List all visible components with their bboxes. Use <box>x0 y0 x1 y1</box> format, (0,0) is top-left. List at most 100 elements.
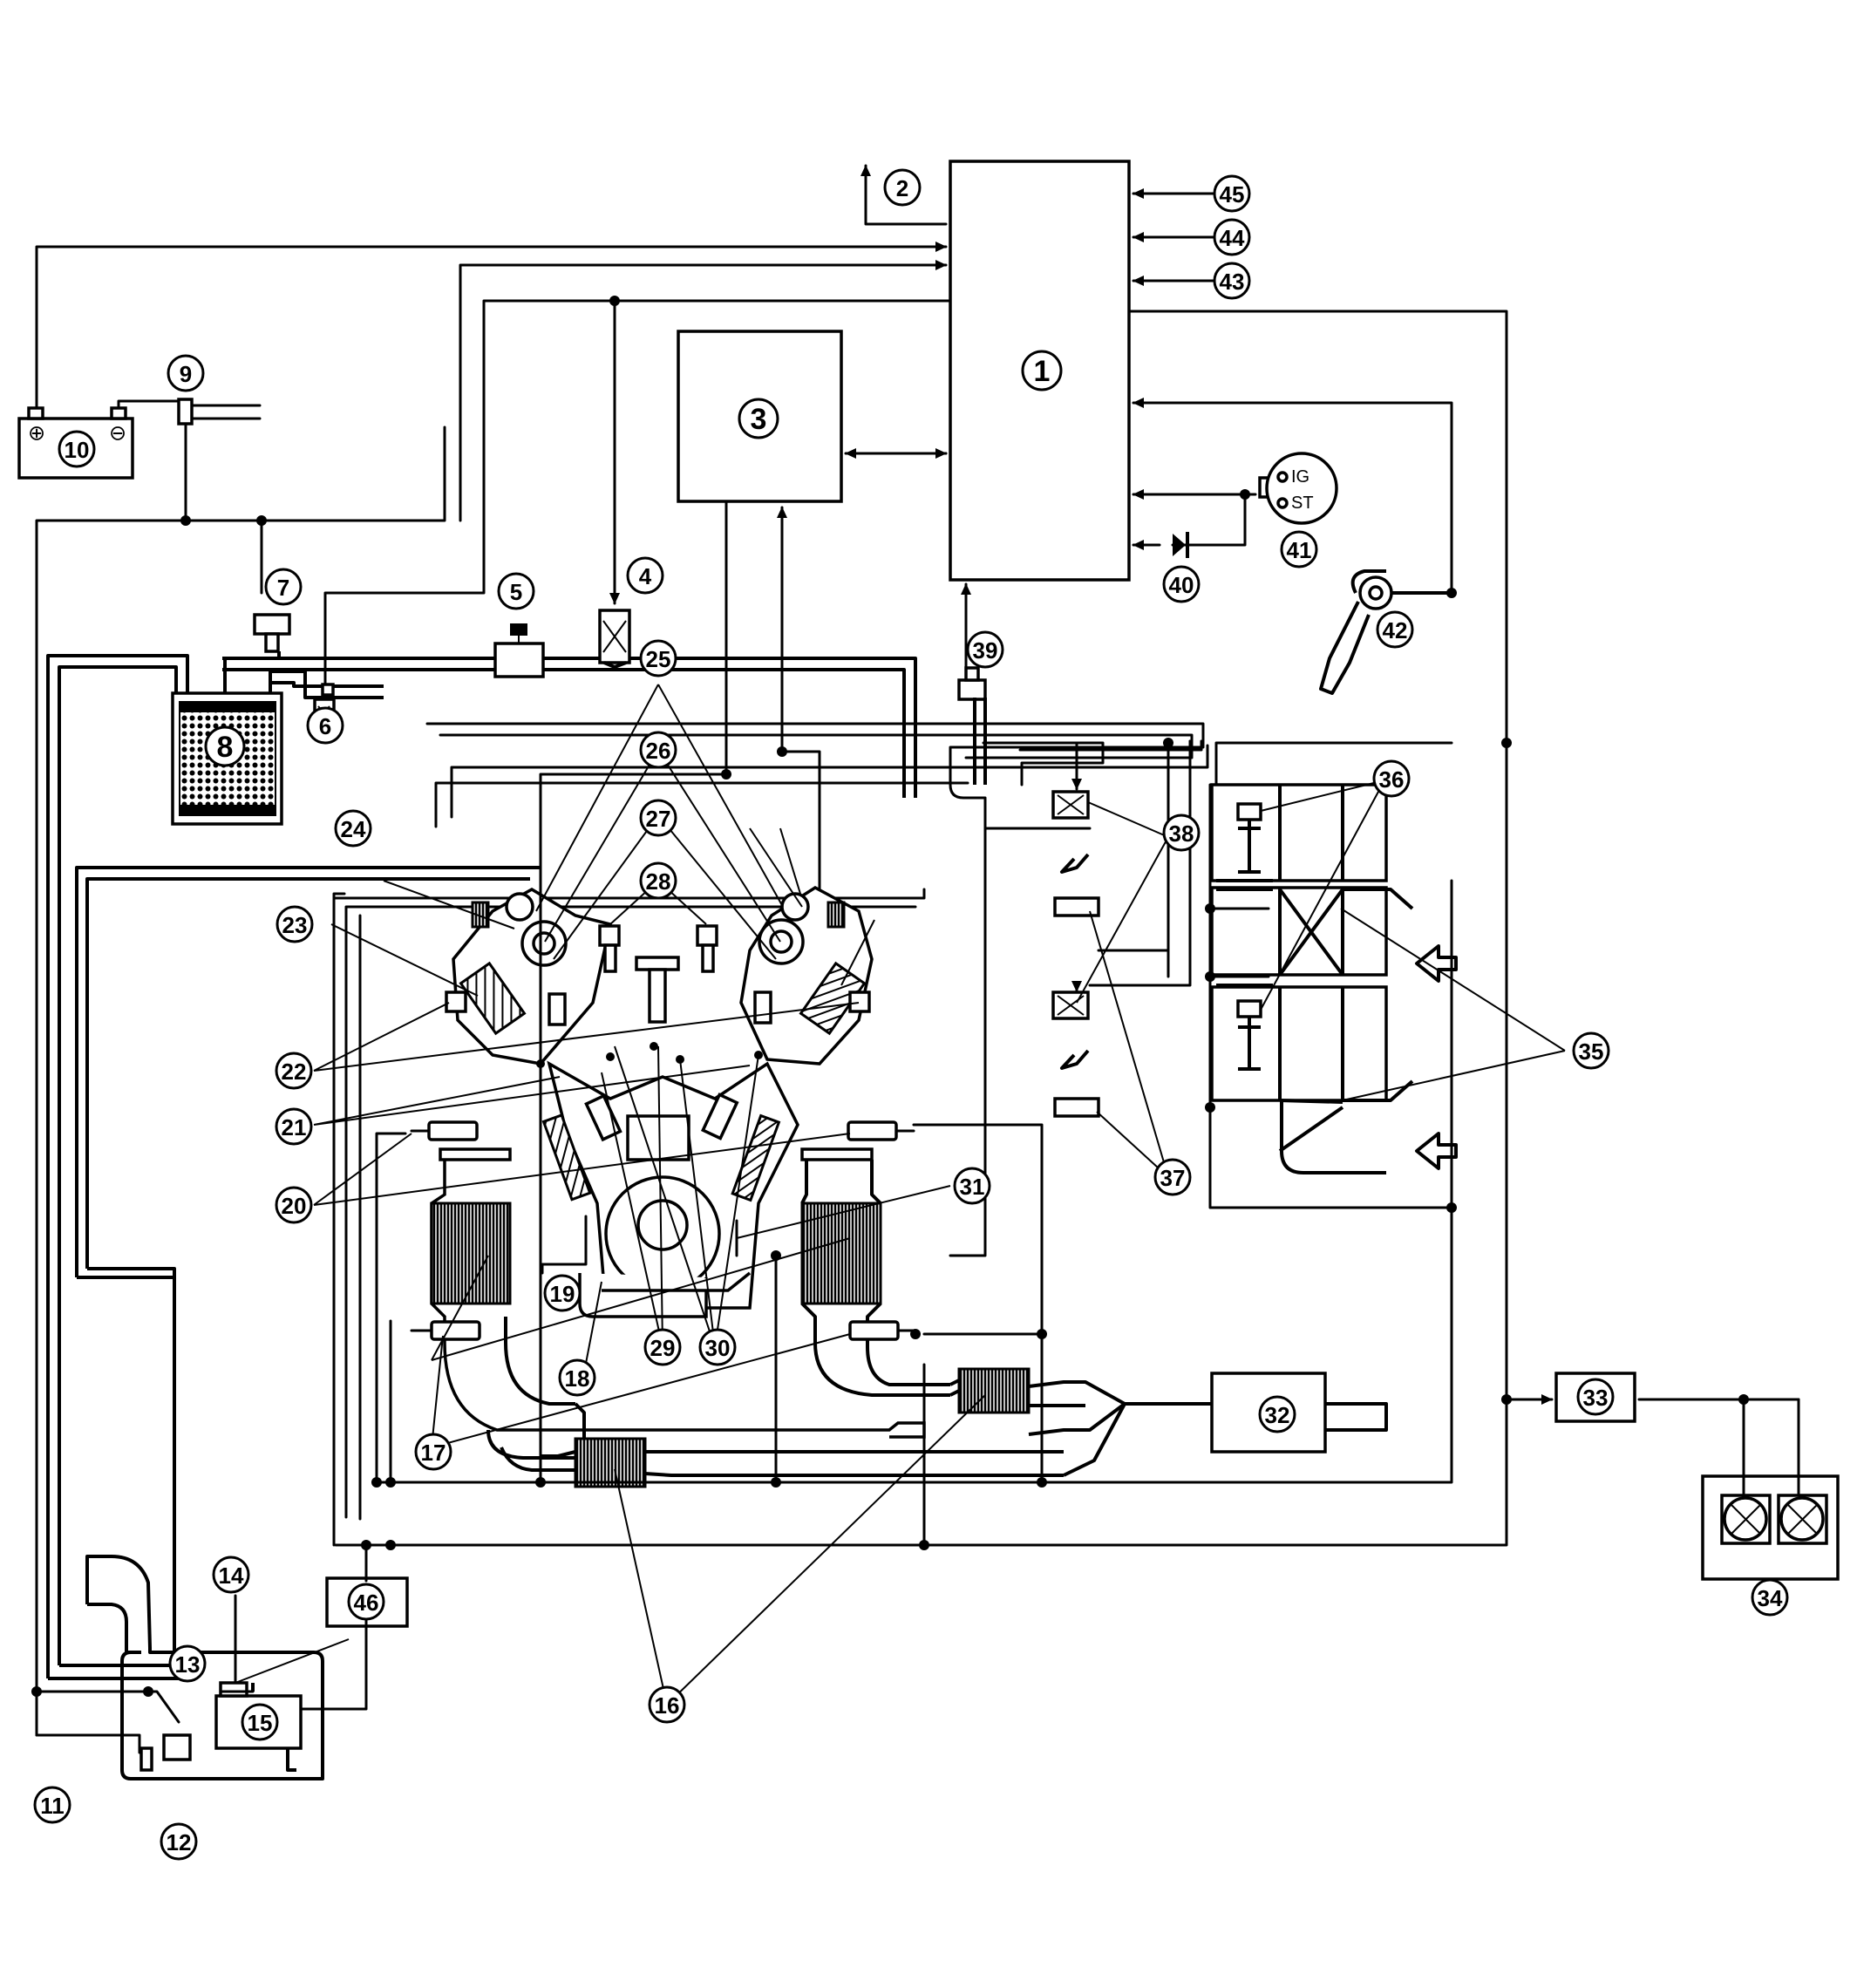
callout-number: 7 <box>277 575 289 601</box>
callout-4: 4 <box>626 556 664 595</box>
callout-number: 34 <box>1758 1585 1783 1611</box>
callout-number: 37 <box>1160 1165 1186 1191</box>
callout-number: 8 <box>217 731 234 764</box>
callout-13: 13 <box>168 1644 207 1683</box>
callout-circle <box>1280 530 1318 568</box>
pcm-wiring <box>35 164 1804 1547</box>
callout-number: 18 <box>565 1365 590 1392</box>
callout-circle <box>1376 610 1414 649</box>
callout-14: 14 <box>212 1556 250 1594</box>
callout-number: 1 <box>1034 355 1051 388</box>
callout-number: 20 <box>282 1193 307 1219</box>
callout-circle <box>212 1556 250 1594</box>
callout-number: 10 <box>65 437 90 463</box>
callout-34: 34 <box>1751 1578 1789 1617</box>
callout-17: 17 <box>414 1433 452 1471</box>
callout-circle <box>639 731 677 769</box>
diode <box>1173 532 1189 558</box>
callout-number: 45 <box>1220 181 1245 208</box>
callout-circle <box>275 1107 313 1146</box>
callout-29: 29 <box>643 1328 682 1366</box>
callout-circle <box>953 1167 991 1205</box>
engine-harness <box>286 879 1453 1714</box>
callout-circle <box>698 1328 737 1366</box>
callout-number: 21 <box>282 1114 307 1140</box>
callout-35: 35 <box>1572 1031 1610 1070</box>
callout-circle <box>643 1328 682 1366</box>
callout-27: 27 <box>639 799 677 837</box>
callout-number: 16 <box>655 1692 680 1719</box>
callout-circle <box>334 809 372 848</box>
callout-11: 11 <box>33 1786 71 1824</box>
callout-circle <box>275 905 314 943</box>
callout-circle <box>738 398 779 439</box>
callout-circle <box>648 1685 686 1724</box>
callout-circle <box>966 630 1004 669</box>
battery-sensor <box>177 398 194 426</box>
callout-circle <box>275 1052 313 1090</box>
callout-44: 44 <box>1213 218 1251 256</box>
callout-6: 6 <box>306 706 344 745</box>
callout-circle <box>639 861 677 900</box>
callout-number: 3 <box>751 403 767 436</box>
junction-dots <box>31 296 1749 1697</box>
callout-39: 39 <box>966 630 1004 669</box>
callout-2: 2 <box>883 168 922 207</box>
evap-system <box>171 609 915 826</box>
callout-46: 46 <box>347 1583 385 1621</box>
callout-number: 28 <box>646 868 671 895</box>
callout-number: 38 <box>1169 820 1194 847</box>
callout-circle <box>1576 1378 1615 1416</box>
callout-number: 30 <box>705 1335 731 1361</box>
callout-43: 43 <box>1213 262 1251 300</box>
callout-37: 37 <box>1153 1158 1192 1196</box>
callout-circle <box>1162 814 1201 852</box>
ignition-st-label: ST <box>1291 494 1314 513</box>
callout-18: 18 <box>558 1358 596 1397</box>
callout-circle <box>347 1583 385 1621</box>
callout-38: 38 <box>1162 814 1201 852</box>
callout-circle <box>883 168 922 207</box>
ignition-switch: IG ST <box>1258 452 1338 525</box>
callout-circle <box>558 1358 596 1397</box>
callout-number: 22 <box>282 1059 307 1085</box>
battery: ⊕ ⊖ <box>17 398 262 480</box>
callout-30: 30 <box>698 1328 737 1366</box>
callout-circle <box>1153 1158 1192 1196</box>
callout-number: 32 <box>1265 1402 1290 1428</box>
callout-5: 5 <box>497 572 535 610</box>
callout-number: 6 <box>319 713 331 739</box>
callout-41: 41 <box>1280 530 1318 568</box>
callout-number: 36 <box>1379 766 1405 793</box>
callout-circle <box>1751 1578 1789 1617</box>
callout-33: 33 <box>1576 1378 1615 1416</box>
callout-number: 42 <box>1383 617 1408 643</box>
callout-circle <box>1162 565 1201 603</box>
callout-number: 25 <box>646 646 671 672</box>
callout-number: 19 <box>550 1281 575 1307</box>
callout-number: 9 <box>180 361 192 387</box>
callout-circle <box>543 1274 582 1312</box>
callout-number: 11 <box>40 1793 65 1819</box>
callout-9: 9 <box>167 354 205 392</box>
callout-circle <box>626 556 664 595</box>
right-cylinder-head <box>739 885 874 1065</box>
callout-number: 14 <box>219 1562 244 1589</box>
callout-number: 29 <box>650 1335 676 1361</box>
callout-number: 2 <box>896 175 908 201</box>
callout-15: 15 <box>241 1703 279 1741</box>
callout-number: 27 <box>646 806 671 832</box>
callout-24: 24 <box>334 809 372 848</box>
callout-number: 15 <box>248 1710 273 1736</box>
left-cylinder-head <box>452 887 613 1065</box>
callout-number: 24 <box>341 816 366 842</box>
callout-number: 4 <box>639 563 652 589</box>
callout-number: 17 <box>421 1440 446 1466</box>
callout-circle <box>160 1822 198 1861</box>
callout-circle <box>204 725 246 767</box>
callout-circle <box>168 1644 207 1683</box>
callout-32: 32 <box>1258 1395 1296 1433</box>
callout-number: 39 <box>973 637 998 664</box>
callout-42: 42 <box>1376 610 1414 649</box>
